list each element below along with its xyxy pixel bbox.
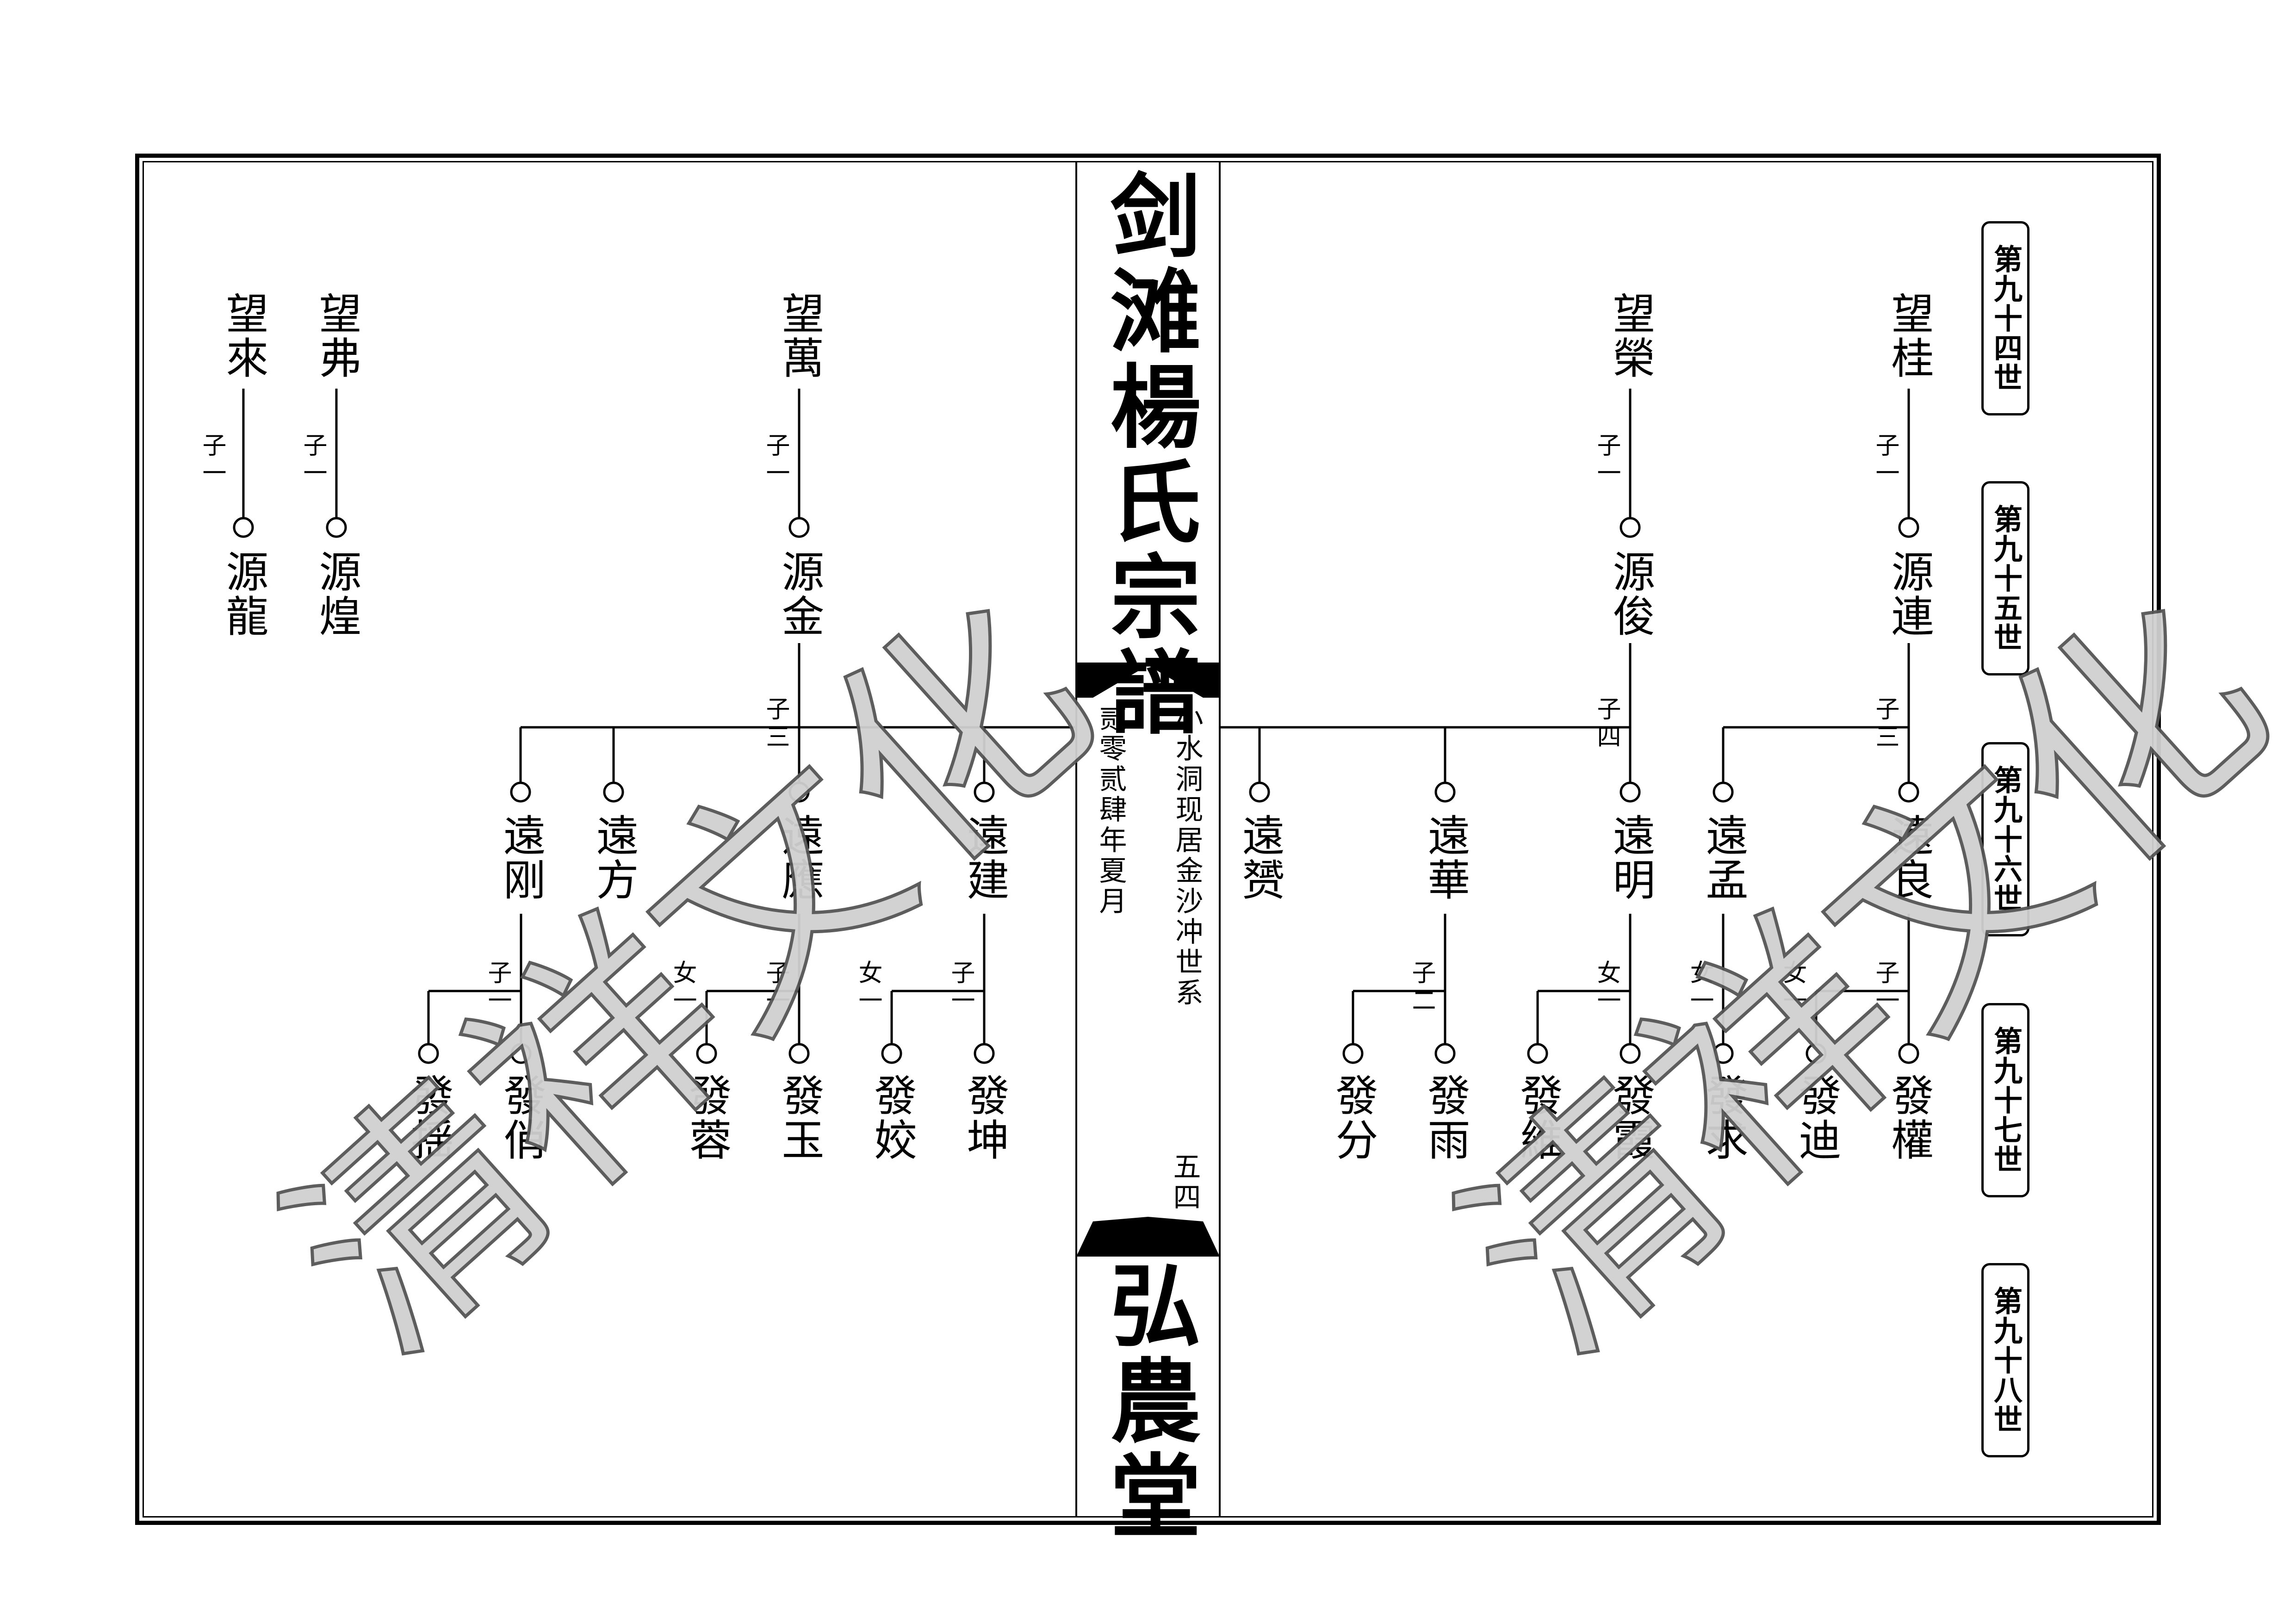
person-name: 發雨: [1421, 1073, 1470, 1162]
person-name: 源連: [1884, 550, 1934, 638]
person-name: 發迪: [1792, 1073, 1841, 1162]
person-name: 遠應: [775, 813, 824, 902]
person-name: 源俊: [1606, 550, 1655, 638]
child-count-label: 子一: [947, 960, 974, 1016]
child-count-label: 子四: [1593, 696, 1620, 752]
child-count-label: 子二: [1408, 960, 1435, 1016]
person-name: 望來: [219, 291, 268, 380]
person-name: 遠刚: [496, 813, 546, 902]
person-name: 發姣: [867, 1073, 917, 1162]
person-name: 發玉: [775, 1073, 824, 1162]
child-count-label: 子一: [1593, 433, 1620, 488]
outer-border: [135, 154, 2161, 1525]
person-name: 遠明: [1606, 813, 1655, 902]
child-count-label: 女一: [1779, 960, 1806, 1016]
child-count-label: 女一: [1593, 960, 1620, 1016]
generation-label-97: 第九十七世: [1981, 1003, 2029, 1197]
person-name: 發維: [1513, 1073, 1563, 1162]
person-name: 發分: [1328, 1073, 1378, 1162]
person-name: 遠良: [1884, 813, 1934, 902]
person-name: 源煌: [312, 550, 361, 638]
child-count-label: 女一: [1686, 960, 1713, 1016]
person-name: 發坤: [960, 1073, 1009, 1162]
person-name: 發揺: [404, 1073, 453, 1162]
inner-border: [143, 161, 2153, 1518]
person-name: 望萬: [775, 291, 824, 380]
child-count-label: 子三: [1871, 696, 1899, 752]
person-name: 遠建: [960, 813, 1009, 902]
generation-label-98: 第九十八世: [1981, 1263, 2029, 1457]
child-count-label: 子三: [762, 696, 789, 752]
person-name: 源龍: [219, 550, 268, 638]
person-name: 望弗: [312, 291, 361, 380]
person-name: 發權: [1884, 1073, 1934, 1162]
person-name: 發俏: [496, 1073, 546, 1162]
spine-date: 贰零贰肆年夏月: [1094, 703, 1127, 917]
child-count-label: 女一: [854, 960, 882, 1016]
spine-ornament-bottom: [1076, 1217, 1220, 1257]
child-count-label: 子一: [484, 960, 511, 1016]
generation-label-94: 第九十四世: [1981, 221, 2029, 415]
spine-hall-name: 弘農堂: [1095, 1258, 1201, 1544]
child-count-label: 子一: [299, 433, 327, 488]
connector-lines: [242, 389, 1910, 1048]
generation-label-95: 第九十五世: [1981, 481, 2029, 675]
person-name: 發蓉: [682, 1073, 732, 1162]
child-count-label: 子一: [1871, 433, 1899, 488]
spine-right-rule: [1219, 161, 1221, 1518]
person-name: 遠方: [589, 813, 639, 902]
person-name: 望榮: [1606, 291, 1655, 380]
person-name: 發求: [1699, 1073, 1748, 1162]
spine-left-rule: [1075, 161, 1077, 1518]
person-name: 發霞: [1606, 1073, 1655, 1162]
page-number: 五四: [1168, 1152, 1201, 1213]
person-name: 遠孟: [1699, 813, 1748, 902]
child-count-label: 子一: [1871, 960, 1899, 1016]
spine-ornament-top: [1076, 663, 1220, 698]
person-name: 源金: [775, 550, 824, 638]
spine-title: 剑滩楊氏宗譜: [1095, 169, 1201, 741]
person-name: 遠華: [1421, 813, 1470, 902]
child-count-label: 子一: [762, 433, 789, 488]
generation-label-96: 第九十六世: [1981, 742, 2029, 936]
person-circles: [233, 517, 1919, 1064]
spine-subtitle: 小水洞现居金沙冲世系: [1171, 703, 1203, 1009]
person-name: 望桂: [1884, 291, 1934, 380]
child-count-label: 子一: [198, 433, 226, 488]
child-count-label: 子一: [762, 960, 789, 1016]
person-name: 遠赟: [1235, 813, 1285, 902]
child-count-label: 女一: [669, 960, 696, 1016]
